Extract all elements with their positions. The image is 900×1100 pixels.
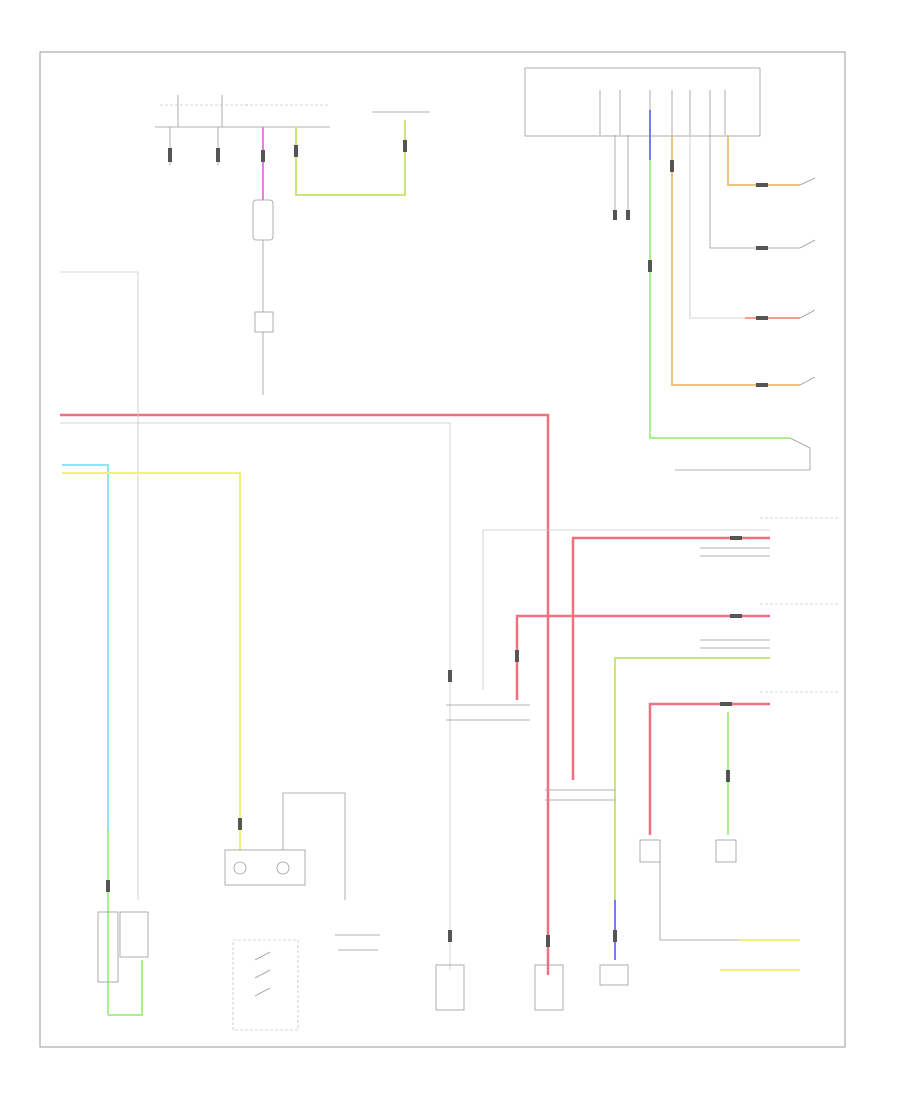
wire-orange-1 bbox=[671, 135, 800, 386]
sensor-top bbox=[254, 311, 274, 333]
wire-red-main bbox=[60, 413, 550, 975]
top-left-module bbox=[155, 95, 330, 165]
wire-cyan bbox=[62, 464, 109, 830]
component-left-sensor bbox=[97, 911, 119, 983]
wire-green-right bbox=[649, 160, 790, 439]
junction-mid-right bbox=[545, 789, 615, 801]
lower-center-connector bbox=[335, 934, 380, 951]
sensor-lower-right-1 bbox=[639, 839, 800, 941]
wire-orange-2 bbox=[727, 135, 800, 186]
component-bottom-3 bbox=[599, 964, 629, 986]
diagram-frame bbox=[39, 51, 846, 1048]
lower-center-module bbox=[224, 792, 346, 1031]
component-bottom-left bbox=[119, 911, 149, 958]
component-bottom-1 bbox=[435, 964, 465, 1011]
wire-green-bottom-left bbox=[108, 960, 143, 1016]
wire-yg-right bbox=[614, 657, 770, 900]
switch-group-right bbox=[675, 177, 816, 471]
relay-top bbox=[252, 199, 274, 241]
top-right-module bbox=[524, 67, 761, 137]
wire-red-right-lower bbox=[648, 702, 770, 835]
wire-yellow-green-loop bbox=[295, 120, 406, 196]
connector-pips bbox=[106, 140, 768, 947]
junction-mid-left bbox=[446, 704, 530, 721]
wire-yellow bbox=[62, 472, 241, 850]
wire-red-right-upper bbox=[571, 536, 770, 780]
component-bottom-2 bbox=[534, 964, 564, 1011]
sensor-lower-right-2 bbox=[715, 839, 737, 863]
wire-red-right-mid bbox=[515, 614, 770, 700]
